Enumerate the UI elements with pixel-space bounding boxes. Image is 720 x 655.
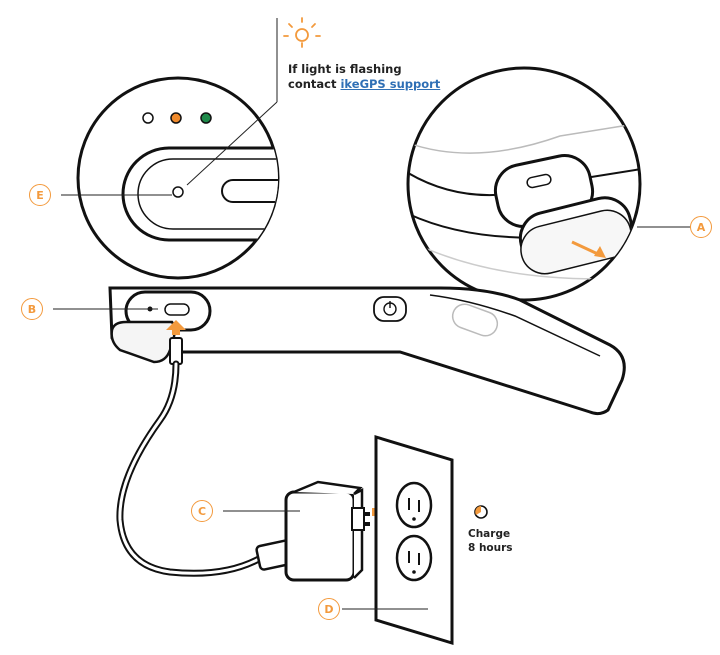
led-white [142, 112, 154, 124]
clock-icon [474, 505, 488, 519]
callout-b: B [21, 298, 43, 320]
callout-c: C [191, 500, 213, 522]
led-orange [170, 112, 182, 124]
charge-line2: 8 hours [468, 542, 513, 554]
support-link[interactable]: ikeGPS support [340, 77, 441, 91]
callout-e: E [29, 184, 51, 206]
zoom-circle-status-light [76, 76, 280, 280]
zoom-circle-usb-port [406, 66, 642, 302]
charge-note: Charge 8 hours [468, 527, 513, 555]
wall-outlet [374, 434, 454, 646]
charger-adapter [284, 480, 398, 582]
callout-d: D [318, 598, 340, 620]
callout-a: A [690, 216, 712, 238]
led-green [200, 112, 212, 124]
usb-cable [116, 337, 295, 577]
note-prefix: contact [288, 77, 341, 91]
arrow-icon [571, 240, 606, 258]
note-line2: contact ikeGPS support [288, 77, 440, 92]
device-body [108, 286, 626, 416]
power-icon [373, 296, 407, 322]
arrow-icon [166, 320, 186, 335]
charge-line1: Charge [468, 528, 511, 540]
note-line1: If light is flashing [288, 62, 402, 76]
light-icon [283, 17, 321, 48]
flashing-light-note: If light is flashing contact ikeGPS supp… [288, 62, 440, 92]
